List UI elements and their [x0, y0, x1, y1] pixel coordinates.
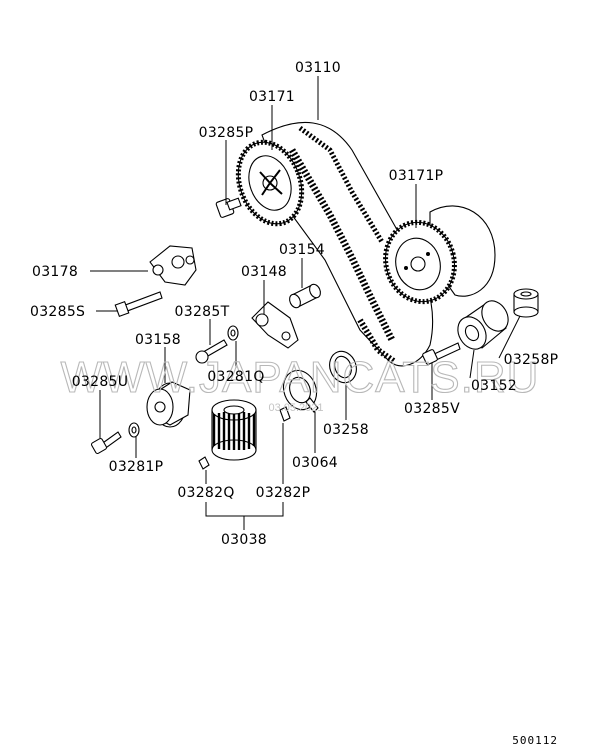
label-03285T: 03285T — [175, 304, 230, 320]
label-03285P: 03285P — [199, 125, 254, 141]
washer-03258 — [329, 350, 357, 384]
pin-03154 — [289, 283, 321, 309]
label-03281Q: 03281Q — [207, 369, 264, 385]
leader-lines — [90, 76, 521, 530]
label-03285S: 03285S — [30, 304, 85, 320]
label-03285U: 03285U — [72, 374, 129, 390]
washer-03281P — [128, 422, 140, 438]
label-03258P: 03258P — [504, 352, 559, 368]
watermark: WWW.JAPANCATS.RU 03.05.2021 — [60, 352, 540, 414]
bolt-03285S — [114, 291, 163, 318]
label-03171P: 03171P — [389, 168, 444, 184]
label-03282Q: 03282Q — [177, 485, 234, 501]
label-03281P: 03281P — [109, 459, 164, 475]
label-03282P: 03282P — [256, 485, 311, 501]
timing-belt — [261, 121, 434, 367]
tensioner-pulley-03158 — [146, 381, 191, 428]
bolt-03285V — [422, 342, 461, 365]
watermark-subtext: 03.05.2021 — [268, 402, 323, 414]
washer-03281Q — [227, 325, 239, 341]
idler-pulley-03152 — [457, 300, 509, 350]
key-03282Q — [198, 456, 210, 470]
label-03148: 03148 — [241, 264, 287, 280]
part-labels: 03110 03171 03285P 03171P 03178 03154 03… — [30, 60, 558, 548]
label-03158: 03158 — [135, 332, 181, 348]
bracket-03148 — [251, 301, 299, 349]
bolt-03285U — [90, 431, 122, 455]
label-03285V: 03285V — [404, 401, 460, 417]
bolt-03285P — [215, 197, 242, 218]
watermark-text: WWW.JAPANCATS.RU — [61, 353, 540, 402]
camshaft-sprocket-right — [383, 205, 496, 305]
camshaft-sprocket-left — [235, 139, 305, 227]
spacer-03258P — [513, 288, 539, 318]
tensioner-arm — [149, 245, 197, 286]
label-03258: 03258 — [323, 422, 369, 438]
label-03064: 03064 — [292, 455, 338, 471]
diagram-code: 500112 — [512, 734, 558, 747]
label-03110: 03110 — [295, 60, 341, 76]
belt-guide-03064 — [282, 369, 319, 413]
label-03178: 03178 — [32, 264, 78, 280]
label-03038: 03038 — [221, 532, 267, 548]
crankshaft-sprocket — [211, 399, 257, 461]
label-03152: 03152 — [471, 378, 517, 394]
bolt-03285T — [195, 339, 228, 364]
label-03171: 03171 — [249, 89, 295, 105]
key-03282P — [279, 406, 291, 422]
label-03154: 03154 — [279, 242, 325, 258]
